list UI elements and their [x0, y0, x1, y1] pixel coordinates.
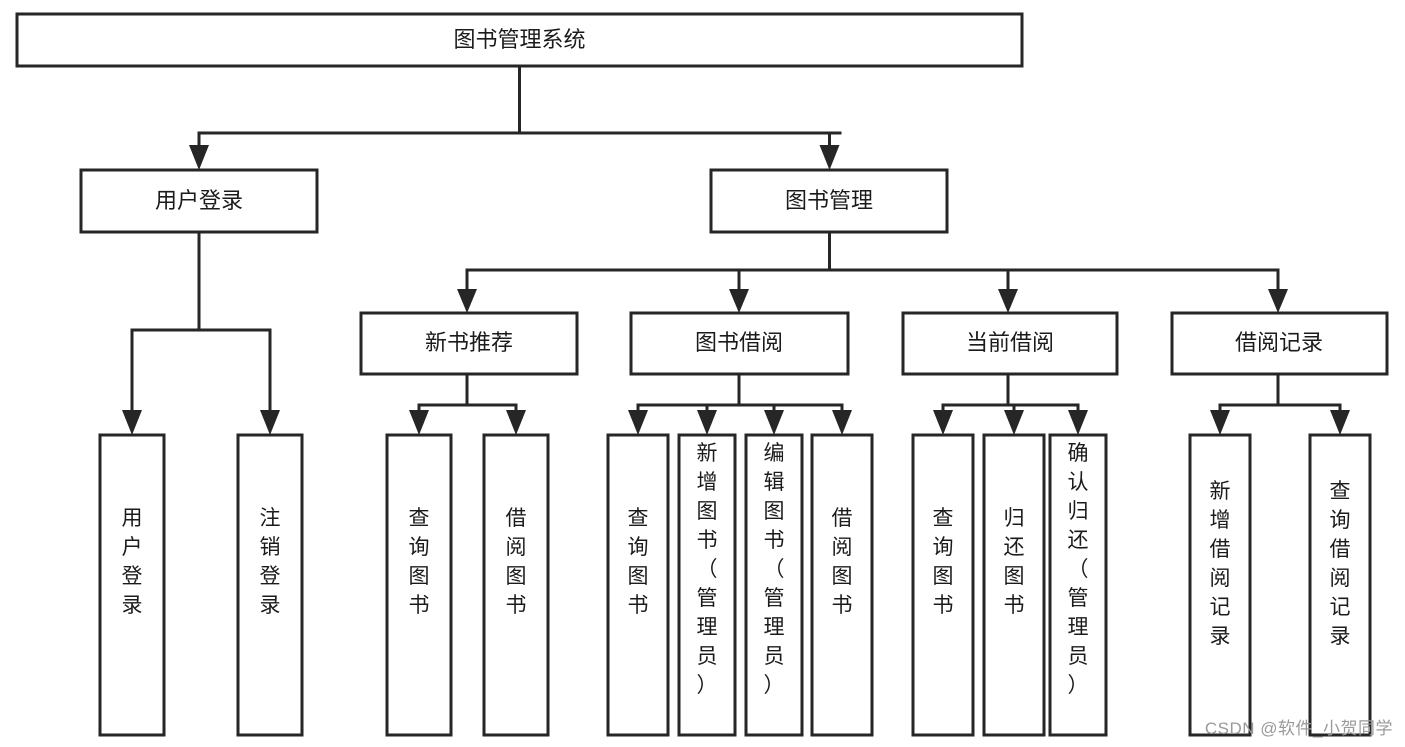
node-new-book-recommendation[interactable]: 新书推荐: [359, 311, 579, 376]
node-box-user-login[interactable]: [79, 168, 319, 234]
leaf-label-query-book-current: 查询图书: [933, 507, 954, 617]
arrow-head-user-login: [189, 145, 209, 170]
leaf-box-add-book-admin[interactable]: [677, 433, 737, 737]
node-label-new-book-recommendation: 新书推荐: [425, 330, 513, 355]
node-book-management[interactable]: 图书管理: [709, 168, 949, 234]
leaf-label-return-book: 归还图书: [1004, 507, 1025, 617]
node-box-book-borrowing[interactable]: [629, 311, 850, 376]
leaf-label-query-borrow-record: 查询借阅记录: [1330, 480, 1351, 648]
leaf-node-user-login[interactable]: 用户登录: [98, 433, 166, 737]
arrow-head-leaf-user-login: [122, 410, 142, 435]
connector-layer: [122, 64, 1350, 435]
leaf-node-borrow-book-borrow[interactable]: 借阅图书: [810, 433, 874, 737]
node-label-book-management: 图书管理: [785, 188, 873, 213]
arrow-head-leaf-logout: [260, 410, 280, 435]
arrow-head-record-leaf-2: [1330, 410, 1350, 435]
node-box-current-borrowing[interactable]: [901, 311, 1119, 376]
node-label-book-borrowing: 图书借阅: [695, 330, 783, 355]
leaf-box-query-book-newrec[interactable]: [385, 433, 453, 737]
leaf-box-add-borrow-record[interactable]: [1188, 433, 1252, 737]
leaf-node-return-book[interactable]: 归还图书: [982, 433, 1046, 737]
leaf-box-return-book[interactable]: [982, 433, 1046, 737]
leaf-node-edit-book-admin[interactable]: 编辑图书（管理员）: [744, 433, 804, 737]
leaf-node-logout[interactable]: 注销登录: [236, 433, 304, 737]
arrow-head-new-book-rec: [457, 289, 477, 313]
arrow-head-current-leaf-2: [1004, 410, 1024, 435]
csdn-watermark: CSDN @软件_小贺同学: [1204, 719, 1393, 738]
leaf-label-edit-book-admin: 编辑图书（管理员）: [764, 442, 785, 697]
leaf-box-confirm-return-admin[interactable]: [1048, 433, 1108, 737]
leaf-label-add-borrow-record: 新增借阅记录: [1210, 480, 1231, 648]
arrow-head-borrow-leaf-1: [628, 410, 648, 435]
arrow-head-current-leaf-1: [933, 410, 953, 435]
leaf-box-logout[interactable]: [236, 433, 304, 737]
leaf-label-query-book-newrec: 查询图书: [409, 507, 430, 617]
leaf-label-user-login: 用户登录: [122, 507, 143, 617]
arrow-head-borrow-leaf-3: [764, 410, 784, 435]
node-box-borrowing-record[interactable]: [1170, 311, 1389, 376]
leaf-node-query-borrow-record[interactable]: 查询借阅记录: [1308, 433, 1372, 737]
leaf-node-query-book-newrec[interactable]: 查询图书: [385, 433, 453, 737]
leaf-label-borrow-book-borrow: 借阅图书: [832, 507, 853, 617]
leaf-box-query-book-borrow[interactable]: [606, 433, 670, 737]
node-box-new-book-recommendation[interactable]: [359, 311, 579, 376]
node-label-current-borrowing: 当前借阅: [966, 330, 1054, 355]
leaf-label-add-book-admin: 新增图书（管理员）: [697, 442, 718, 697]
leaf-box-borrow-book-borrow[interactable]: [810, 433, 874, 737]
node-label-borrowing-record: 借阅记录: [1235, 330, 1323, 355]
leaf-label-logout: 注销登录: [260, 507, 281, 617]
leaf-label-borrow-book-newrec: 借阅图书: [506, 507, 527, 617]
arrow-head-borrow-leaf-2: [697, 410, 717, 435]
arrow-head-book-mgmt: [819, 145, 840, 170]
node-label-user-login: 用户登录: [155, 188, 243, 213]
leaf-node-query-book-current[interactable]: 查询图书: [911, 433, 975, 737]
arrow-head-borrow-leaf-4: [832, 410, 852, 435]
node-borrowing-record[interactable]: 借阅记录: [1170, 311, 1389, 376]
leaf-box-user-login[interactable]: [98, 433, 166, 737]
leaf-label-query-book-borrow: 查询图书: [628, 507, 649, 617]
leaf-node-query-book-borrow[interactable]: 查询图书: [606, 433, 670, 737]
leaf-label-confirm-return-admin: 确认归还（管理员）: [1068, 442, 1089, 697]
arrow-head-newbook-leaf-1: [409, 410, 429, 435]
arrow-head-record-leaf-1: [1210, 410, 1230, 435]
leaf-node-borrow-book-newrec[interactable]: 借阅图书: [482, 433, 550, 737]
arrow-head-current-borrow: [998, 289, 1018, 313]
leaf-box-edit-book-admin[interactable]: [744, 433, 804, 737]
leaf-box-borrow-book-newrec[interactable]: [482, 433, 550, 737]
leaf-box-query-book-current[interactable]: [911, 433, 975, 737]
leaf-box-query-borrow-record[interactable]: [1308, 433, 1372, 737]
arrow-head-book-borrow: [729, 289, 749, 313]
leaf-node-add-book-admin[interactable]: 新增图书（管理员）: [677, 433, 737, 737]
node-current-borrowing[interactable]: 当前借阅: [901, 311, 1119, 376]
leaf-node-add-borrow-record[interactable]: 新增借阅记录: [1188, 433, 1252, 737]
arrow-head-borrow-record: [1268, 289, 1288, 313]
node-book-borrowing[interactable]: 图书借阅: [629, 311, 850, 376]
node-label-root: 图书管理系统: [453, 27, 585, 52]
arrow-head-current-leaf-3: [1068, 410, 1088, 435]
node-user-login[interactable]: 用户登录: [79, 168, 319, 234]
leaf-node-confirm-return-admin[interactable]: 确认归还（管理员）: [1048, 433, 1108, 737]
arrow-head-newbook-leaf-2: [506, 410, 526, 435]
node-box-book-management[interactable]: [709, 168, 949, 234]
node-root-system[interactable]: 图书管理系统: [15, 12, 1024, 68]
node-box-root[interactable]: [15, 12, 1024, 68]
